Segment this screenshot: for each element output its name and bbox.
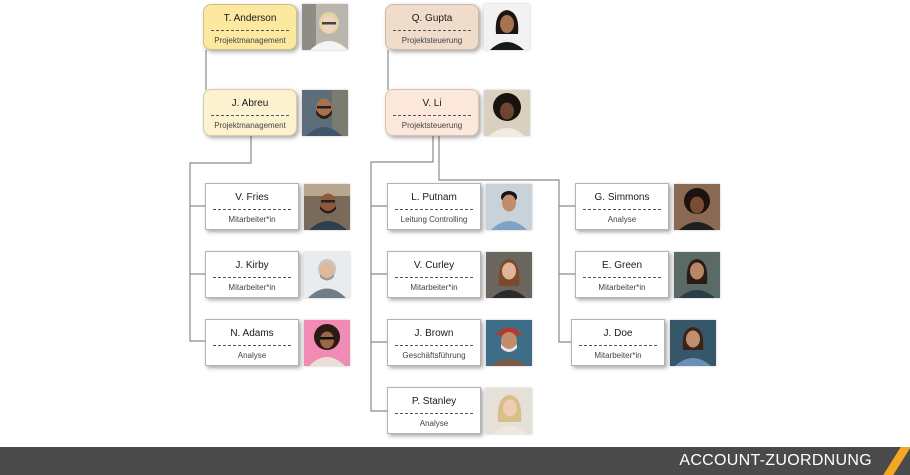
node-name: E. Green: [601, 260, 643, 271]
node-role: Leitung Controlling: [400, 215, 468, 224]
node-role: Projektmanagement: [214, 36, 286, 45]
node-role: Projektmanagement: [214, 121, 286, 130]
node-role: Geschäftsführung: [402, 351, 466, 360]
node-separator: [583, 277, 661, 278]
node-role: Mitarbeiter*in: [410, 283, 458, 292]
portrait-p-stanley: [486, 388, 532, 434]
node-v-fries[interactable]: V. Fries Mitarbeiter*in: [205, 183, 299, 230]
node-j-kirby[interactable]: J. Kirby Mitarbeiter*in: [205, 251, 299, 298]
node-separator: [395, 277, 473, 278]
portrait-j-brown: [486, 320, 532, 366]
portrait-v-curley: [486, 252, 532, 298]
node-separator: [579, 345, 657, 346]
node-name: J. Kirby: [235, 260, 269, 271]
node-name: G. Simmons: [594, 192, 650, 203]
node-name: P. Stanley: [411, 396, 457, 407]
node-n-adams[interactable]: N. Adams Analyse: [205, 319, 299, 366]
node-name: N. Adams: [230, 328, 274, 339]
portrait-e-green: [674, 252, 720, 298]
node-l-putnam[interactable]: L. Putnam Leitung Controlling: [387, 183, 481, 230]
node-g-simmons[interactable]: G. Simmons Analyse: [575, 183, 669, 230]
node-name: J. Abreu: [231, 98, 269, 109]
portrait-j-doe: [670, 320, 716, 366]
node-role: Analyse: [607, 215, 637, 224]
node-role: Projektsteuerung: [401, 121, 463, 130]
node-separator: [583, 209, 661, 210]
footer-accent-stripe: [883, 447, 910, 475]
node-separator: [211, 115, 289, 116]
node-j-doe[interactable]: J. Doe Mitarbeiter*in: [571, 319, 665, 366]
node-j-abreu[interactable]: J. Abreu Projektmanagement: [203, 89, 297, 136]
node-name: V. Curley: [413, 260, 455, 271]
node-role: Mitarbeiter*in: [594, 351, 642, 360]
portrait-l-putnam: [486, 184, 532, 230]
node-v-li[interactable]: V. Li Projektsteuerung: [385, 89, 479, 136]
node-name: Q. Gupta: [411, 13, 453, 24]
portrait-j-kirby: [304, 252, 350, 298]
node-t-anderson[interactable]: T. Anderson Projektmanagement: [203, 4, 297, 50]
node-p-stanley[interactable]: P. Stanley Analyse: [387, 387, 481, 434]
node-name: V. Li: [422, 98, 442, 109]
node-name: J. Brown: [414, 328, 454, 339]
node-separator: [213, 345, 291, 346]
portrait-q-gupta: [484, 4, 530, 50]
node-separator: [393, 30, 471, 31]
node-separator: [213, 209, 291, 210]
node-j-brown[interactable]: J. Brown Geschäftsführung: [387, 319, 481, 366]
node-role: Mitarbeiter*in: [228, 283, 276, 292]
node-role: Analyse: [419, 419, 449, 428]
node-q-gupta[interactable]: Q. Gupta Projektsteuerung: [385, 4, 479, 50]
node-role: Projektsteuerung: [401, 36, 463, 45]
portrait-j-abreu: [302, 90, 348, 136]
node-separator: [395, 413, 473, 414]
portrait-t-anderson: [302, 4, 348, 50]
node-v-curley[interactable]: V. Curley Mitarbeiter*in: [387, 251, 481, 298]
connector-lines: [189, 50, 576, 412]
node-role: Mitarbeiter*in: [228, 215, 276, 224]
node-name: J. Doe: [603, 328, 633, 339]
node-separator: [395, 209, 473, 210]
node-separator: [393, 115, 471, 116]
node-name: L. Putnam: [411, 192, 457, 203]
node-name: T. Anderson: [223, 13, 277, 24]
node-e-green[interactable]: E. Green Mitarbeiter*in: [575, 251, 669, 298]
portrait-n-adams: [304, 320, 350, 366]
portrait-v-fries: [304, 184, 350, 230]
node-role: Mitarbeiter*in: [598, 283, 646, 292]
portrait-v-li: [484, 90, 530, 136]
node-separator: [395, 345, 473, 346]
footer-bar: ACCOUNT-ZUORDNUNG: [0, 447, 910, 475]
node-role: Analyse: [237, 351, 267, 360]
node-separator: [211, 30, 289, 31]
node-name: V. Fries: [235, 192, 269, 203]
footer-title: ACCOUNT-ZUORDNUNG: [679, 452, 872, 469]
portrait-g-simmons: [674, 184, 720, 230]
node-separator: [213, 277, 291, 278]
